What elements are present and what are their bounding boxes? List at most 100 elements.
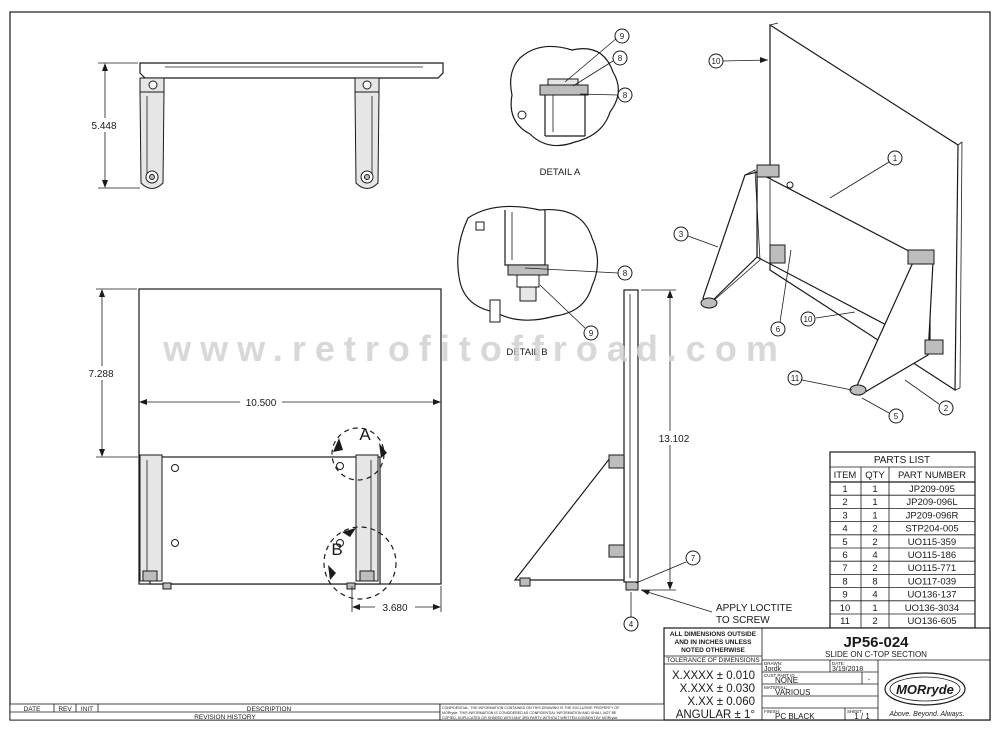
parts-cell-qty: 4 xyxy=(872,550,877,561)
iso-balloon-2: 2 xyxy=(944,404,949,413)
part-description: SLIDE ON C-TOP SECTION xyxy=(825,650,927,659)
tolerance-2: X.XXX ± 0.030 xyxy=(680,683,755,695)
parts-cell-qty: 2 xyxy=(872,537,877,548)
revision-date-header: DATE xyxy=(24,706,42,713)
parts-list-title: PARTS LIST xyxy=(874,455,930,466)
detail-b-title: DETAIL B xyxy=(506,347,547,358)
parts-cell-item: 11 xyxy=(840,616,850,627)
detail-b-balloon-8: 8 xyxy=(623,269,628,278)
detail-b-view: 8 9 DETAIL B xyxy=(457,205,633,358)
parts-cell-part-number: UO115-771 xyxy=(908,563,956,574)
parts-cell-item: 4 xyxy=(842,524,847,535)
parts-cell-qty: 1 xyxy=(872,484,877,495)
date-value: 3/19/2018 xyxy=(832,666,863,673)
detail-a-balloon-8-top: 8 xyxy=(618,54,623,63)
dims-note-3: NOTED OTHERWISE xyxy=(681,647,745,654)
confidential-line-2: MORryde. THIS INFORMATION IS CONSIDERED … xyxy=(442,711,617,715)
parts-cell-part-number: UO136-137 xyxy=(907,590,956,601)
front-offset-dim: 3.680 xyxy=(382,603,407,614)
loctite-note-line1: APPLY LOCTITE xyxy=(716,603,793,614)
parts-header-qty: QTY xyxy=(865,470,885,481)
side-balloon-4: 4 xyxy=(629,620,634,629)
parts-cell-item: 5 xyxy=(842,537,847,548)
parts-header-part-number: PART NUMBER xyxy=(898,470,966,481)
parts-cell-qty: 2 xyxy=(872,616,877,627)
confidential-line-1: CONFIDENTIAL: THE INFORMATION CONTAINED … xyxy=(442,706,620,710)
company-slogan: Above. Beyond. Always. xyxy=(888,711,964,718)
parts-cell-item: 9 xyxy=(842,590,847,601)
iso-balloon-6: 6 xyxy=(776,325,781,334)
title-block: ALL DIMENSIONS OUTSIDE AND IN INCHES UNL… xyxy=(663,627,991,721)
date-label: DATE: xyxy=(832,661,845,666)
loctite-note-line2: TO SCREW xyxy=(716,615,770,626)
front-width-dim: 10.500 xyxy=(246,398,277,409)
iso-balloon-3: 3 xyxy=(679,230,684,239)
revision-history-label: REVISION HISTORY xyxy=(194,714,256,721)
front-view: A B 10.500 7.288 3.680 xyxy=(80,288,442,614)
iso-balloon-10-mid: 10 xyxy=(804,315,813,324)
detail-a-view: 9 8 8 DETAIL A xyxy=(510,28,633,178)
revision-init-header: INIT xyxy=(81,706,93,713)
side-view: 13.102 7 4 APPLY LOCTITE TO SCREW xyxy=(513,289,793,632)
parts-cell-item: 8 xyxy=(842,576,847,587)
drawn-value: Jordk xyxy=(764,666,782,673)
finish-label: FINISH: xyxy=(764,709,780,714)
cust-part-rev: - xyxy=(868,677,871,684)
detail-a-title: DETAIL A xyxy=(540,167,581,178)
confidential-line-3: COPIED, DUPLICATED OR SHARED WITH ANY 3R… xyxy=(442,716,618,720)
parts-cell-qty: 4 xyxy=(872,590,877,601)
iso-balloon-1: 1 xyxy=(893,154,898,163)
watermark-text: www.retrofitoffroad.com xyxy=(162,328,787,369)
front-height-dim: 7.288 xyxy=(88,369,113,380)
parts-header-item: ITEM xyxy=(834,470,857,481)
finish-value: PC BLACK xyxy=(775,712,815,721)
parts-cell-qty: 1 xyxy=(872,603,877,614)
parts-cell-qty: 2 xyxy=(872,563,877,574)
revision-description-header: DESCRIPTION xyxy=(247,706,292,713)
detail-b-balloon-9: 9 xyxy=(589,329,594,338)
detail-b-marker: B xyxy=(331,540,342,559)
parts-cell-qty: 1 xyxy=(872,497,877,508)
parts-cell-part-number: UO136-3034 xyxy=(905,603,959,614)
material-value: VARIOUS xyxy=(775,688,810,697)
side-height-dim: 13.102 xyxy=(659,434,690,445)
parts-cell-item: 6 xyxy=(842,550,847,561)
cust-part-value: NONE xyxy=(775,676,798,685)
sheet-value: 1 / 1 xyxy=(854,712,870,721)
iso-balloon-10-top: 10 xyxy=(712,57,721,66)
parts-cell-part-number: JP209-096L xyxy=(906,497,957,508)
tolerance-3: X.XX ± 0.060 xyxy=(687,696,755,708)
parts-cell-part-number: UO115-359 xyxy=(908,537,956,548)
parts-cell-part-number: UO136-605 xyxy=(907,616,956,627)
top-view: 5.448 xyxy=(84,62,444,189)
isometric-view: 10 1 3 6 10 11 5 2 xyxy=(673,22,963,424)
detail-a-marker: A xyxy=(359,425,371,444)
parts-cell-part-number: UO117-039 xyxy=(908,576,956,587)
parts-cell-part-number: STP204-005 xyxy=(905,524,958,535)
revision-rev-header: REV xyxy=(58,706,72,713)
side-balloon-7: 7 xyxy=(691,554,696,563)
parts-cell-part-number: UO115-186 xyxy=(908,550,956,561)
parts-cell-item: 7 xyxy=(842,563,847,574)
sheet-label: SHEET: xyxy=(847,709,863,714)
tolerance-angular: ANGULAR ± 1° xyxy=(676,709,755,721)
tolerance-1: X.XXXX ± 0.010 xyxy=(672,670,755,682)
detail-a-balloon-9: 9 xyxy=(620,32,625,41)
material-label: MATERIAL: xyxy=(764,685,787,690)
parts-cell-part-number: JP209-096R xyxy=(906,510,959,521)
cust-part-label: CUST PART ID xyxy=(764,673,795,678)
dims-note-2: AND IN INCHES UNLESS xyxy=(675,639,753,646)
parts-cell-item: 10 xyxy=(840,603,851,614)
dims-note-1: ALL DIMENSIONS OUTSIDE xyxy=(670,631,757,638)
revision-block: DATE REV INIT DESCRIPTION REVISION HISTO… xyxy=(9,703,441,721)
parts-cell-qty: 2 xyxy=(872,524,877,535)
parts-cell-qty: 1 xyxy=(872,510,877,521)
confidential-note: CONFIDENTIAL: THE INFORMATION CONTAINED … xyxy=(439,703,665,721)
iso-balloon-5: 5 xyxy=(894,412,899,421)
company-logo xyxy=(884,672,966,706)
parts-cell-item: 2 xyxy=(842,497,847,508)
company-logo-text: MORryde xyxy=(896,682,954,697)
